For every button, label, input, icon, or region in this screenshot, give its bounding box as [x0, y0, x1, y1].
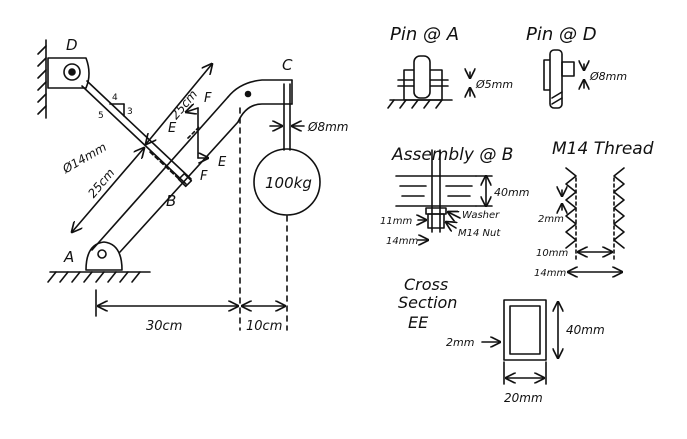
cross-40mm: 40mm — [566, 323, 605, 337]
detail-pin-a — [387, 55, 470, 109]
wall-d — [37, 39, 47, 119]
thread-2mm: 2mm — [538, 214, 564, 225]
slope-triangle — [109, 103, 125, 117]
rope-diameter: Ø8mm — [307, 120, 348, 134]
slope-5: 5 — [98, 111, 104, 121]
dim-horizontal — [95, 107, 288, 331]
dim-25cm-lower-label: 25cm — [85, 166, 117, 201]
pin-bracket-d — [47, 57, 90, 89]
cross-section-line3: EE — [408, 313, 429, 332]
pin-d-title: Pin @ D — [526, 24, 597, 45]
assembly-nut: M14 Nut — [458, 228, 501, 239]
dim-10cm-label: 10cm — [246, 319, 282, 334]
cross-2mm: 2mm — [446, 336, 474, 349]
thread-title: M14 Thread — [552, 139, 654, 159]
detail-assembly-b — [395, 149, 493, 240]
cross-20mm: 20mm — [504, 391, 543, 405]
label-a: A — [63, 248, 74, 266]
cross-section-line2: Section — [398, 293, 457, 312]
detail-thread — [562, 167, 625, 272]
pin-d-dim: Ø8mm — [589, 70, 627, 83]
label-e-top: E — [168, 121, 177, 136]
thread-10mm: 10mm — [536, 248, 568, 259]
label-f-bottom: F — [200, 169, 208, 184]
detail-cross-section — [481, 299, 558, 385]
label-b: B — [166, 192, 176, 210]
label-d: D — [66, 36, 78, 54]
label-c: C — [282, 56, 293, 74]
mass-label: 100kg — [265, 174, 312, 192]
slope-3: 3 — [127, 107, 133, 117]
assembly-40mm: 40mm — [494, 186, 529, 199]
assembly-11mm: 11mm — [380, 216, 412, 227]
assembly-title: Assembly @ B — [391, 145, 513, 165]
rope-mass — [253, 83, 321, 216]
dim-25cm-lower — [72, 148, 144, 232]
support-a — [47, 241, 151, 283]
bolt-b — [177, 172, 193, 188]
dim-25cm-upper-label: 25cm — [168, 87, 200, 122]
label-f-top: F — [204, 91, 212, 106]
pin-a-dim: Ø5mm — [475, 78, 513, 91]
detail-pin-d — [543, 49, 584, 109]
dim-25cm-upper — [146, 64, 212, 144]
thread-14mm: 14mm — [534, 268, 566, 279]
assembly-washer: Washer — [462, 210, 500, 221]
rod-db — [81, 80, 192, 185]
dim-30cm-label: 30cm — [146, 319, 182, 334]
assembly-14mm: 14mm — [386, 236, 418, 247]
label-e-bottom: E — [218, 155, 227, 170]
cross-section-line1: Cross — [404, 275, 448, 294]
slope-4: 4 — [112, 93, 118, 103]
pin-a-title: Pin @ A — [390, 24, 459, 45]
